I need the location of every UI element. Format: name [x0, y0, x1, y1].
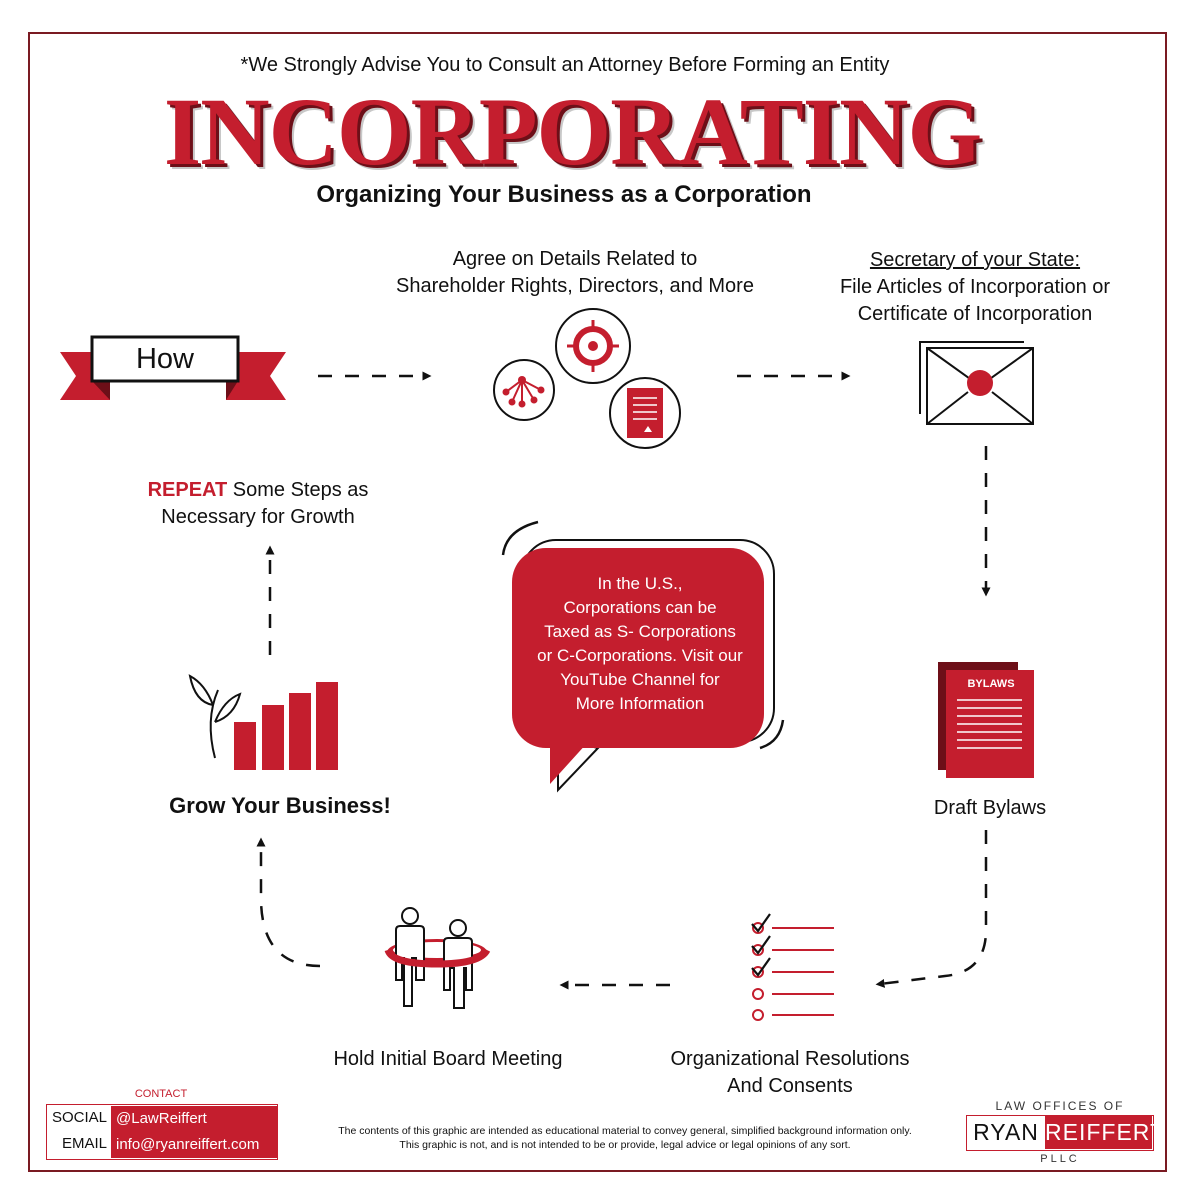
- step-resolutions-label: Organizational Resolutions And Consents: [670, 1048, 910, 1097]
- step-meeting-label: Hold Initial Board Meeting: [333, 1048, 563, 1070]
- speech-bubble: [501, 520, 785, 793]
- how-label: How: [135, 343, 194, 375]
- arrow-meeting-to-grow: [256, 837, 321, 968]
- arrow-bylaws-to-resolutions: [875, 830, 988, 988]
- bylaws-tag: BYLAWS: [967, 678, 1015, 690]
- contact-heading: CONTACT: [134, 1088, 188, 1100]
- step-agree-label: Agree on Details Related to Shareholder …: [396, 248, 754, 297]
- contact-box: SOCIAL @LawReiffert EMAIL info@ryanreiff…: [46, 1104, 278, 1160]
- bylaws-document-icon: [938, 662, 1034, 778]
- border-frame: [28, 32, 1167, 1172]
- step-file-label: Secretary of your State: File Articles o…: [839, 249, 1111, 325]
- step-bylaws-label: Draft Bylaws: [933, 797, 1047, 819]
- page-title: INCORPORATING: [163, 78, 982, 185]
- logo-reiffert: REIFFERT: [1045, 1116, 1164, 1149]
- email-label: EMAIL: [61, 1135, 107, 1152]
- disclaimer: The contents of this graphic are intende…: [338, 1125, 912, 1151]
- repeat-highlight: REPEAT: [147, 479, 228, 501]
- logo-pllc: PLLC: [1040, 1153, 1080, 1165]
- network-target-document-icons: [493, 308, 681, 449]
- advisory-note: *We Strongly Advise You to Consult an At…: [240, 54, 890, 76]
- page-subtitle: Organizing Your Business as a Corporatio…: [316, 181, 812, 208]
- growth-chart-plant-icon: [188, 674, 338, 770]
- email-address[interactable]: info@ryanreiffert.com: [111, 1132, 277, 1158]
- logo-ryan: RYAN: [973, 1119, 1039, 1145]
- step-repeat-label: REPEAT Some Steps as Necessary for Growt…: [147, 479, 369, 528]
- checklist-icon: [751, 913, 834, 1021]
- social-label: SOCIAL: [51, 1109, 107, 1126]
- flow-arrows: [256, 371, 991, 990]
- social-handle[interactable]: @LawReiffert: [111, 1106, 277, 1132]
- ribbon-banner-icon: [60, 335, 286, 400]
- board-meeting-people-icon: [384, 907, 491, 1009]
- logo-law-offices: LAW OFFICES OF: [995, 1099, 1125, 1113]
- bubble-text: In the U.S., Corporations can be Taxed a…: [537, 574, 743, 713]
- firm-logo: RYAN REIFFERT: [966, 1115, 1164, 1151]
- step-grow-label: Grow Your Business!: [169, 793, 391, 818]
- sealed-envelope-icon: [919, 341, 1034, 425]
